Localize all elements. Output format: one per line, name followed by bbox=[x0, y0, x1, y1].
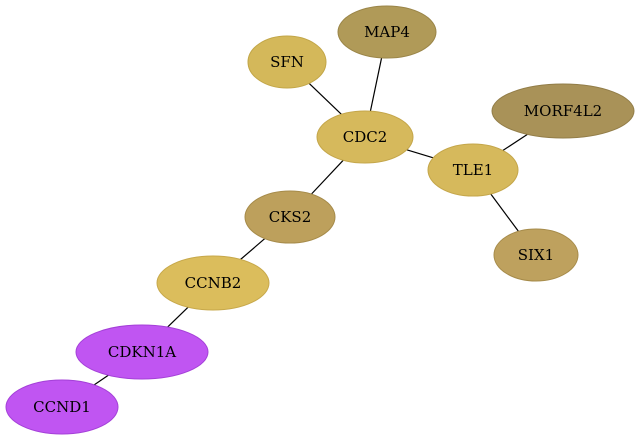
node-shape bbox=[247, 35, 327, 89]
node-morf4l2[interactable]: MORF4L2 bbox=[491, 83, 635, 139]
node-shape bbox=[491, 83, 635, 139]
node-label: CDKN1A bbox=[108, 343, 176, 361]
node-cks2[interactable]: CKS2 bbox=[244, 190, 336, 244]
node-shape bbox=[493, 228, 579, 282]
edge-tle1-six1 bbox=[490, 193, 519, 232]
node-sfn[interactable]: SFN bbox=[247, 35, 327, 89]
node-ccnd1[interactable]: CCND1 bbox=[5, 379, 119, 435]
node-map4[interactable]: MAP4 bbox=[337, 5, 437, 59]
node-label: MAP4 bbox=[364, 23, 410, 41]
edge-morf4l2-tle1 bbox=[502, 133, 528, 152]
edge-ccnb2-cdkn1a bbox=[167, 306, 189, 328]
edge-cks2-ccnb2 bbox=[240, 238, 266, 260]
edge-cdkn1a-ccnd1 bbox=[93, 374, 109, 386]
edge-cdc2-cks2 bbox=[310, 159, 344, 195]
node-label: CKS2 bbox=[269, 208, 312, 226]
node-tle1[interactable]: TLE1 bbox=[427, 143, 519, 197]
node-cdkn1a[interactable]: CDKN1A bbox=[75, 324, 209, 380]
node-label: CDC2 bbox=[343, 128, 388, 146]
node-label: CCND1 bbox=[33, 398, 91, 416]
node-shape bbox=[5, 379, 119, 435]
node-shape bbox=[316, 110, 414, 164]
edge-map4-cdc2 bbox=[369, 57, 383, 112]
node-shape bbox=[244, 190, 336, 244]
node-label: SIX1 bbox=[518, 246, 554, 264]
node-shape bbox=[337, 5, 437, 59]
node-six1[interactable]: SIX1 bbox=[493, 228, 579, 282]
node-shape bbox=[427, 143, 519, 197]
node-ccnb2[interactable]: CCNB2 bbox=[156, 255, 270, 311]
node-cdc2[interactable]: CDC2 bbox=[316, 110, 414, 164]
node-label: TLE1 bbox=[453, 161, 493, 179]
node-label: SFN bbox=[270, 53, 304, 71]
edges-layer bbox=[93, 57, 528, 386]
node-label: CCNB2 bbox=[185, 274, 242, 292]
node-shape bbox=[75, 324, 209, 380]
node-label: MORF4L2 bbox=[524, 102, 602, 120]
edge-cdc2-tle1 bbox=[406, 149, 434, 159]
node-shape bbox=[156, 255, 270, 311]
edge-sfn-cdc2 bbox=[308, 82, 342, 115]
